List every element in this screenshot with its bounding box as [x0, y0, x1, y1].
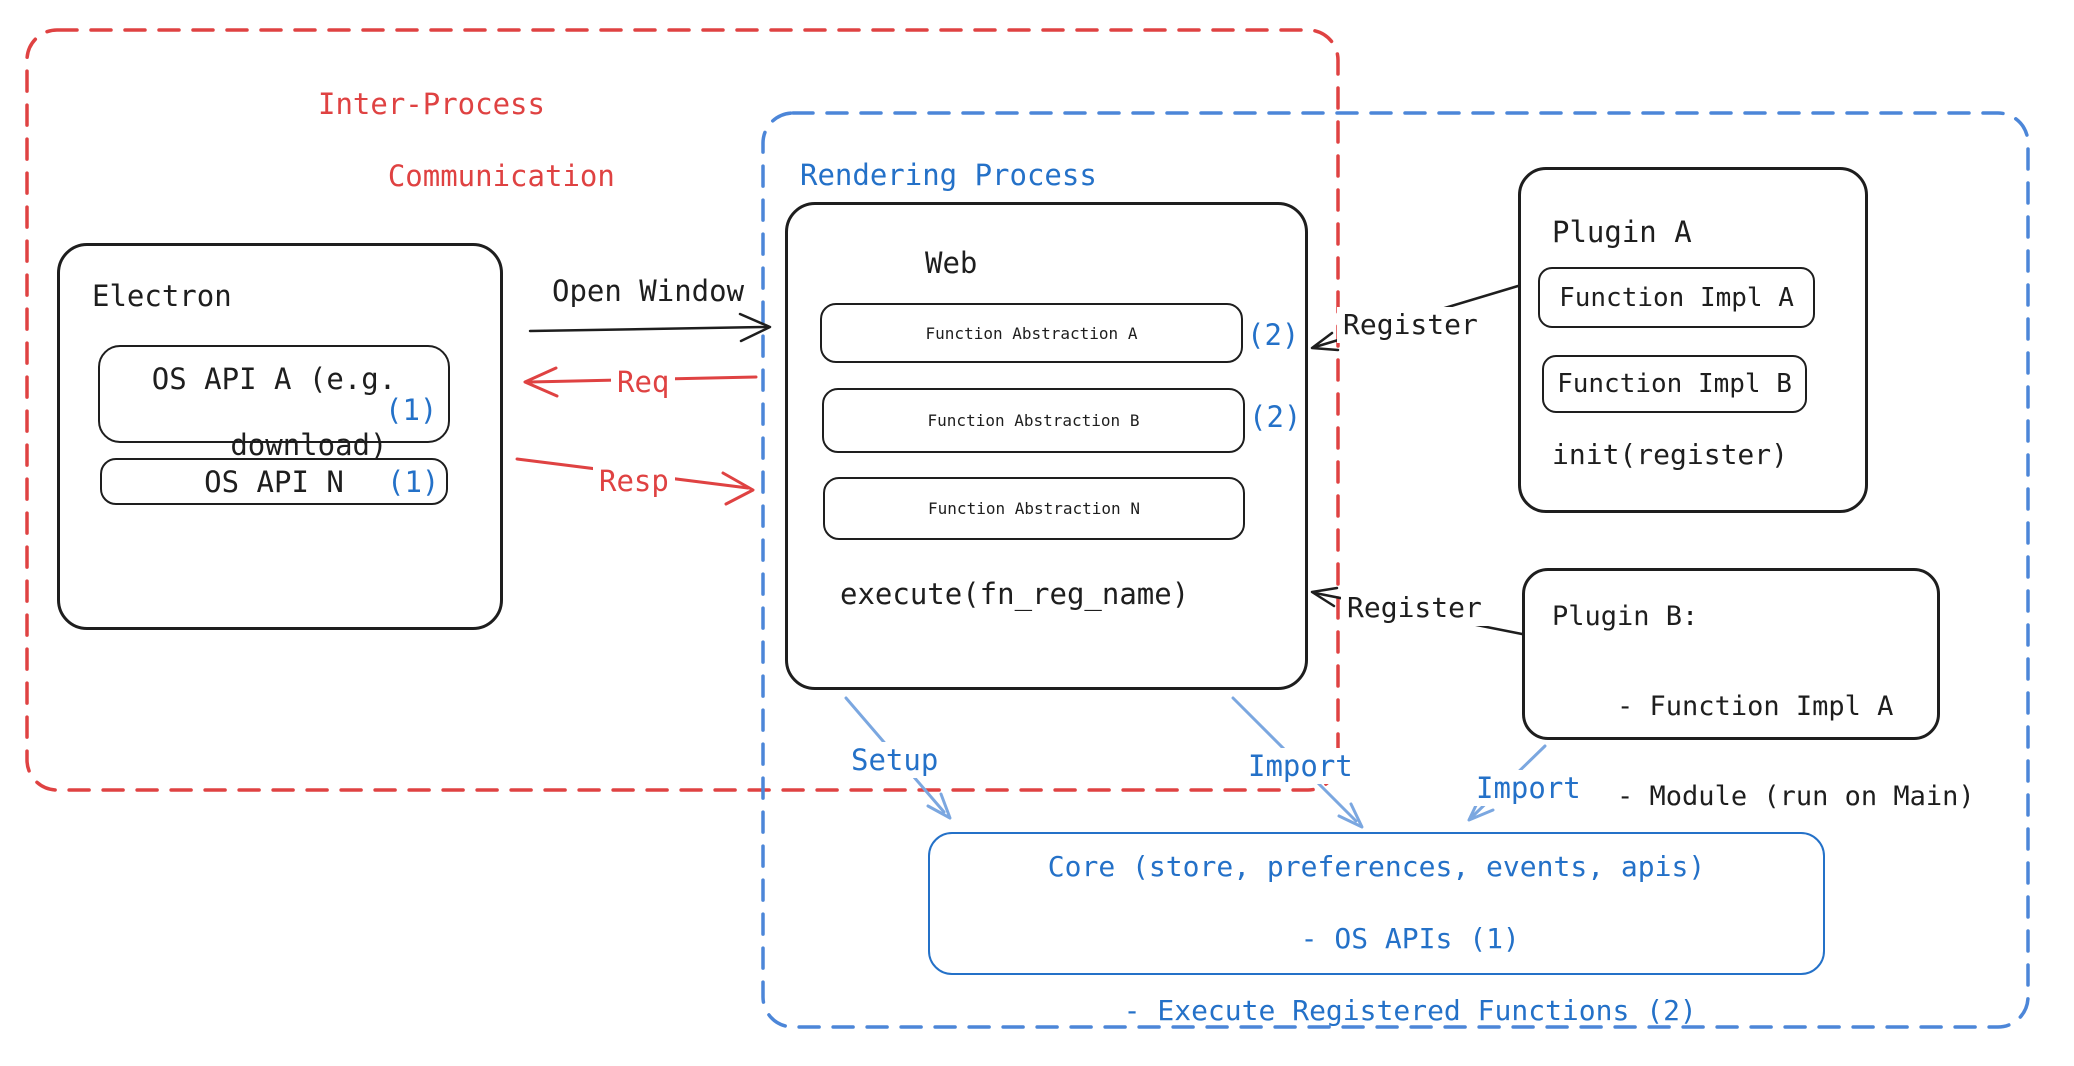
function-impl-a-box: Function Impl A: [1538, 267, 1815, 328]
os-api-n-label: OS API N: [204, 465, 344, 499]
os-api-a-badge: (1): [385, 393, 438, 427]
setup-label: Setup: [845, 742, 945, 778]
register-b-label: Register: [1341, 590, 1488, 626]
function-abstraction-n-label: Function Abstraction N: [928, 499, 1140, 518]
function-abstraction-b-badge: (2): [1249, 400, 1302, 434]
ipc-region-label: Inter-Process Communication: [318, 86, 615, 194]
execute-call-label: execute(fn_reg_name): [840, 577, 1190, 611]
core-line1: Core (store, preferences, events, apis): [1047, 850, 1706, 883]
core-line3: - Execute Registered Functions (2): [1123, 994, 1697, 1027]
plugin-b-box: [1522, 568, 1940, 740]
function-abstraction-n-box: Function Abstraction N: [823, 477, 1245, 540]
rendering-dashed-rect: [761, 111, 2030, 1029]
web-box: [785, 202, 1308, 690]
os-api-a-line1: OS API A (e.g.: [151, 362, 397, 396]
function-abstraction-a-box: Function Abstraction A: [820, 303, 1243, 363]
function-impl-a-label: Function Impl A: [1559, 282, 1794, 313]
core-label: Core (store, preferences, events, apis) …: [928, 849, 1825, 1029]
plugin-b-line3: - Module (run on Main): [1617, 781, 1975, 812]
ipc-dashed-rect: [25, 28, 1340, 792]
open-window-label: Open Window: [552, 274, 745, 308]
plugin-a-box: [1518, 167, 1868, 513]
register-a-label: Register: [1337, 307, 1484, 343]
ipc-label-line1: Inter-Process: [318, 87, 545, 121]
ipc-label-line2: Communication: [387, 159, 615, 193]
function-impl-b-box: Function Impl B: [1542, 355, 1807, 413]
function-abstraction-a-label: Function Abstraction A: [925, 323, 1138, 343]
import-plugin-label: Import: [1470, 770, 1587, 806]
open-window-arrow: [528, 312, 772, 343]
web-title: Web: [925, 246, 978, 280]
os-api-n-box: [100, 458, 448, 505]
function-abstraction-a-badge: (2): [1247, 318, 1300, 352]
os-api-a-line2: download): [230, 428, 388, 462]
plugin-a-title: Plugin A: [1552, 215, 1692, 249]
os-api-a-label: OS API A (e.g. download): [98, 363, 450, 462]
req-label: Req: [611, 364, 676, 400]
core-box: [928, 832, 1825, 975]
import-web-label: Import: [1242, 748, 1359, 784]
os-api-n-badge: (1): [387, 465, 440, 499]
resp-label: Resp: [593, 463, 675, 499]
plugin-b-label: Plugin B: - Function Impl A - Module (ru…: [1552, 594, 1975, 819]
plugin-b-line2: - Function Impl A: [1617, 691, 1894, 722]
function-abstraction-b-box: Function Abstraction B: [822, 388, 1245, 453]
function-abstraction-b-label: Function Abstraction B: [927, 411, 1140, 430]
electron-box: [57, 243, 503, 630]
os-api-a-box: [98, 345, 450, 443]
function-impl-b-label: Function Impl B: [1557, 369, 1792, 399]
init-register-label: init(register): [1552, 438, 1789, 471]
core-line2: - OS APIs (1): [1300, 922, 1520, 955]
electron-title: Electron: [92, 279, 232, 313]
plugin-b-line1: Plugin B:: [1552, 601, 1699, 632]
rendering-process-label: Rendering Process: [800, 158, 1097, 192]
